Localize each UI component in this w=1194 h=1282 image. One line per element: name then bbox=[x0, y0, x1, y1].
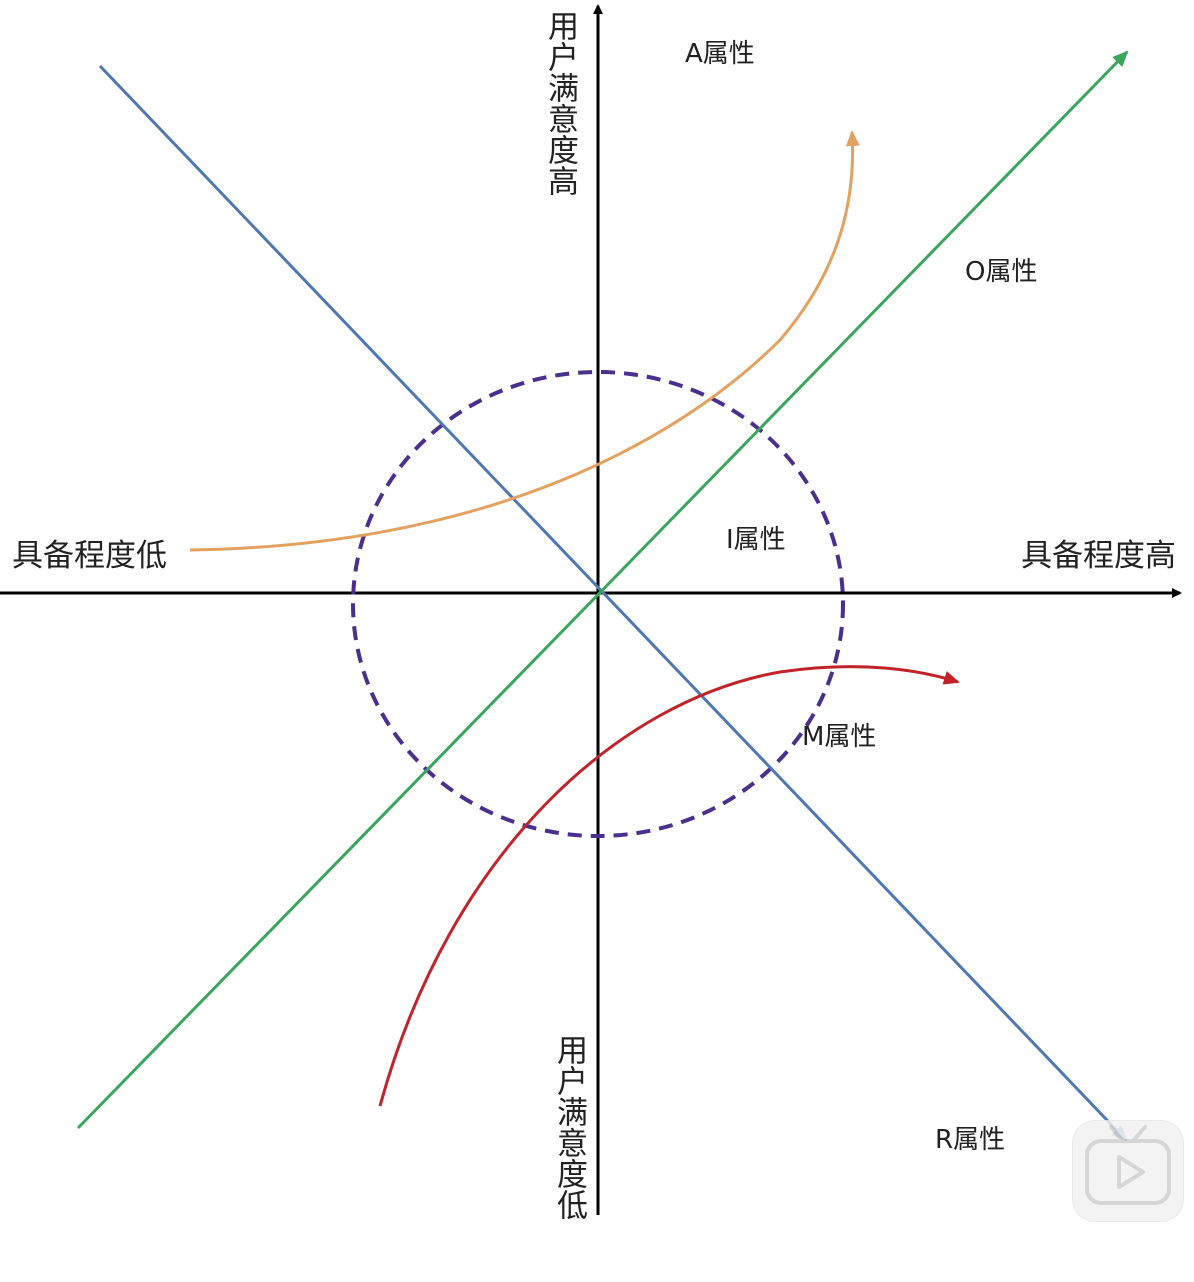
a-attribute-label: A属性 bbox=[685, 39, 755, 69]
i-attribute-label: I属性 bbox=[726, 525, 786, 555]
y-axis-bottom-label: 用户满意度低 bbox=[551, 1034, 588, 1220]
r-attribute-label: R属性 bbox=[935, 1125, 1005, 1155]
m-attribute-curve bbox=[378, 665, 960, 1107]
m-attribute-label: M属性 bbox=[802, 722, 876, 752]
o-attribute-line bbox=[76, 50, 1129, 1130]
o-attribute-label: O属性 bbox=[965, 257, 1037, 287]
y-axis-top-label: 用户满意度高 bbox=[542, 10, 579, 196]
i-attribute-circle bbox=[351, 370, 845, 838]
x-axis-left-label: 具备程度低 bbox=[12, 538, 167, 574]
r-attribute-line bbox=[98, 64, 1128, 1142]
video-play-icon-glyph bbox=[1085, 1125, 1171, 1205]
x-axis-right-label: 具备程度高 bbox=[1021, 538, 1176, 574]
video-play-icon bbox=[1073, 1121, 1183, 1221]
a-attribute-curve bbox=[189, 130, 860, 552]
